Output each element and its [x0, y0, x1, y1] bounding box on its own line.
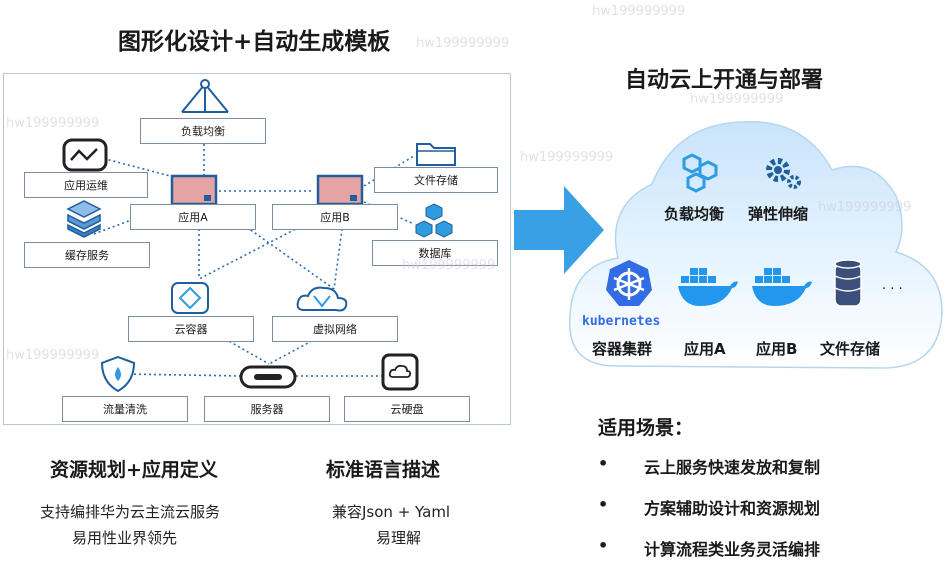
monitor-icon — [62, 138, 108, 172]
shield-drop-icon — [100, 355, 136, 393]
cache-stack-icon — [66, 200, 102, 238]
folder-icon — [416, 143, 456, 166]
scenario-text: 计算流程类业务灵活编排 — [644, 540, 821, 559]
node-server[interactable]: 服务器 — [204, 396, 330, 422]
scenario-text: 云上服务快速发放和复制 — [644, 458, 821, 477]
app-window-icon — [170, 174, 218, 206]
language-caption-heading: 标准语言描述 — [326, 459, 441, 481]
node-app-ops[interactable]: 应用运维 — [24, 172, 148, 198]
docker-icon — [678, 268, 738, 306]
watermark: hw199999999 — [592, 4, 686, 19]
resource-caption-heading: 资源规划+应用定义 — [50, 459, 218, 481]
node-virtual-network[interactable]: 虚拟网络 — [272, 316, 398, 342]
app-window-icon — [316, 174, 364, 206]
cloud-disk-icon — [381, 353, 419, 391]
resource-caption-line2: 易用性业界领先 — [72, 529, 178, 547]
scenario-item: • 计算流程类业务灵活编排 — [598, 536, 820, 560]
bullet: • — [598, 495, 609, 514]
cloud-label-elastic-scaling: 弹性伸缩 — [748, 205, 809, 223]
node-cloud-container[interactable]: 云容器 — [128, 316, 254, 342]
virtual-network-icon — [296, 286, 348, 312]
docker-icon — [752, 268, 812, 306]
scenario-item: • 方案辅助设计和资源规划 — [598, 495, 820, 519]
load-balance-hex-icon — [682, 153, 718, 193]
cloud-label-file-storage: 文件存储 — [820, 340, 881, 358]
node-load-balancer[interactable]: 负载均衡 — [140, 118, 266, 144]
cloud-label-app-b: 应用B — [756, 340, 798, 358]
right-title: 自动云上开通与部署 — [625, 68, 824, 93]
language-caption-line2: 易理解 — [376, 529, 422, 547]
left-title: 图形化设计+自动生成模板 — [118, 29, 391, 55]
load-balancer-icon — [181, 79, 229, 113]
node-traffic-cleaning[interactable]: 流量清洗 — [62, 396, 188, 422]
watermark: hw199999999 — [416, 36, 510, 51]
cloud-container-icon — [171, 282, 209, 314]
database-hex-icon — [415, 203, 453, 238]
kubernetes-logo-text: kubernetes — [582, 314, 661, 329]
cloud-label-container-cluster: 容器集群 — [592, 340, 653, 358]
resource-caption-line1: 支持编排华为云主流云服务 — [40, 503, 221, 521]
server-icon — [239, 365, 297, 389]
language-caption-line1: 兼容Json + Yaml — [332, 503, 451, 521]
bullet: • — [598, 454, 609, 473]
flow-arrow-icon — [514, 186, 604, 274]
scenarios-title: 适用场景： — [598, 417, 694, 439]
scenario-text: 方案辅助设计和资源规划 — [644, 499, 821, 518]
scenario-item: • 云上服务快速发放和复制 — [598, 454, 820, 478]
cloud-label-load-balance: 负载均衡 — [664, 205, 725, 223]
node-database[interactable]: 数据库 — [372, 240, 498, 266]
storage-cylinder-icon — [834, 259, 862, 307]
node-app-a[interactable]: 应用A — [130, 204, 256, 230]
more-ellipsis: · · · — [882, 282, 903, 297]
cloud-label-app-a: 应用A — [684, 340, 726, 358]
node-cloud-disk[interactable]: 云硬盘 — [344, 396, 470, 422]
gears-icon — [766, 158, 801, 189]
bullet: • — [598, 536, 609, 555]
architecture-canvas[interactable]: 负载均衡 应用运维 缓存服务 应用A 应用B 文件存储 数据库 — [3, 73, 511, 425]
node-cache-service[interactable]: 缓存服务 — [24, 242, 150, 268]
node-app-b[interactable]: 应用B — [272, 204, 398, 230]
kubernetes-icon — [606, 260, 652, 306]
node-file-storage[interactable]: 文件存储 — [374, 167, 498, 193]
